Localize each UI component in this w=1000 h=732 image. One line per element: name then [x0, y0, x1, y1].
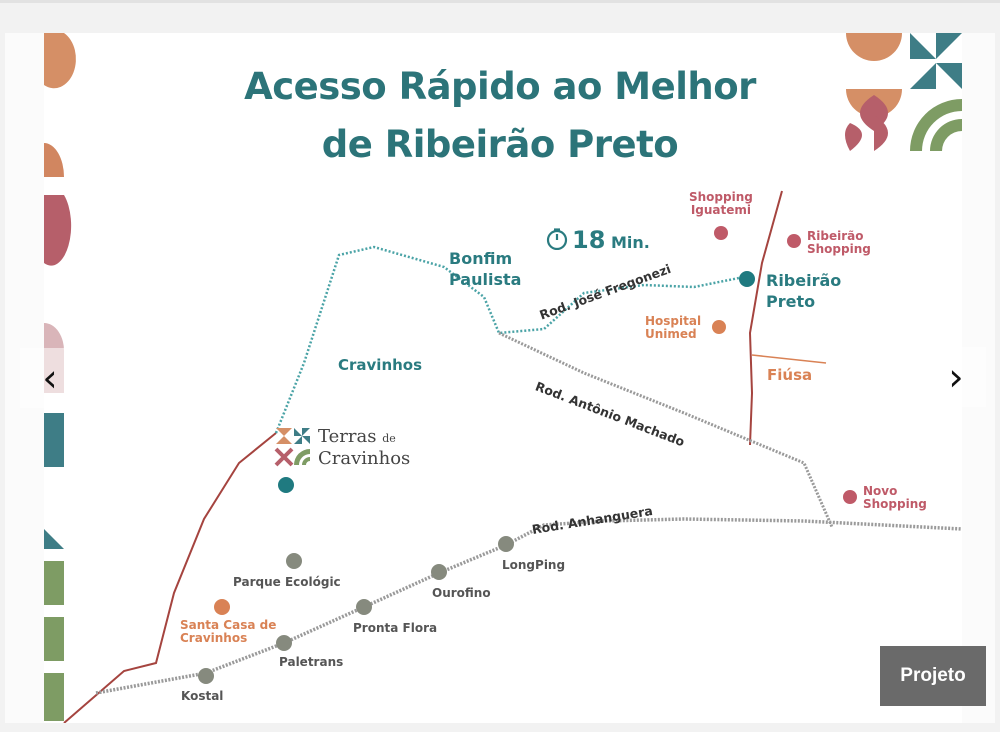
title-line-1: Acesso Rápido ao Melhor	[244, 65, 756, 108]
kostal-label: Kostal	[181, 689, 224, 703]
fiusa-label: Fiúsa	[767, 366, 813, 384]
ourofino-stop-dot	[431, 564, 447, 580]
antonio-machado-road	[498, 331, 834, 528]
top-divider	[0, 0, 1000, 3]
novo-shopping-dot	[843, 490, 857, 504]
santa-casa-label: Santa Casa de Cravinhos	[180, 619, 276, 645]
terras-logo-text-line-2: Cravinhos	[318, 448, 411, 469]
santa-casa-dot	[214, 599, 230, 615]
novo-shopping-line-2: Shopping	[863, 497, 927, 511]
shopping-iguatemi-dot	[714, 226, 728, 240]
map-graphic	[44, 33, 962, 723]
ribeirao-preto-dot	[739, 271, 755, 287]
title-line-2: de Ribeirão Preto	[321, 123, 679, 166]
novo-shopping-label: Novo Shopping	[863, 485, 927, 511]
bonfim-line-1: Bonfim	[449, 249, 513, 268]
left-pattern-decoration	[44, 33, 76, 721]
shopping-iguatemi-label: Shopping Iguatemi	[689, 191, 753, 217]
ribeirao-avenue-road	[748, 190, 783, 446]
hospital-unimed-dot	[712, 320, 726, 334]
ribeirao-shopping-label: Ribeirão Shopping	[807, 230, 871, 256]
fiusa-line	[751, 354, 827, 364]
ribeirao-shopping-line-2: Shopping	[807, 242, 871, 256]
map-image	[44, 33, 962, 723]
parque-stop-dot	[286, 553, 302, 569]
paletrans-label: Paletrans	[279, 655, 344, 669]
chevron-right-icon: ›	[948, 355, 964, 399]
travel-time-unit: Min.	[610, 233, 650, 252]
terras-logo-mark	[274, 428, 310, 467]
longping-stop-dot	[498, 536, 514, 552]
hospital-unimed-label: Hospital Unimed	[645, 315, 701, 341]
ribeirao-line-2: Preto	[766, 292, 816, 311]
chevron-left-icon: ‹	[42, 356, 58, 400]
terras-logo-text: Terras de	[318, 426, 396, 447]
logo-line-1: Terras	[318, 426, 377, 447]
ribeirao-preto-label: Ribeirão Preto	[766, 270, 841, 312]
pronta-flora-stop-dot	[356, 599, 372, 615]
logo-line-1-small: de	[382, 432, 396, 445]
cravinhos-label: Cravinhos	[338, 356, 423, 374]
iguatemi-line-2: Iguatemi	[690, 203, 752, 217]
map-title: Acesso Rápido ao Melhor de Ribeirão Pret…	[140, 58, 860, 174]
clock-icon	[546, 228, 568, 250]
corner-pattern-decoration	[845, 33, 962, 151]
santa-casa-line-1: Santa Casa de	[180, 618, 277, 632]
left-boundary-road	[63, 432, 277, 723]
bonfim-line-2: Paulista	[449, 270, 522, 289]
iguatemi-line-1: Shopping	[689, 190, 753, 204]
pronta-flora-label: Pronta Flora	[353, 621, 438, 635]
unimed-line-1: Hospital	[645, 314, 702, 328]
carousel-next-button[interactable]: ›	[926, 347, 986, 407]
ribeirao-shopping-line-1: Ribeirão	[807, 229, 864, 243]
travel-time-value: 18	[572, 226, 606, 254]
unimed-line-2: Unimed	[645, 327, 697, 341]
travel-time: 18 Min.	[572, 226, 650, 254]
terras-cravinhos-dot	[278, 477, 294, 493]
paletrans-stop-dot	[276, 635, 292, 651]
santa-casa-line-2: Cravinhos	[180, 631, 248, 645]
parque-ecologico-label: Parque Ecológic	[233, 575, 341, 589]
ourofino-label: Ourofino	[432, 586, 491, 600]
carousel-prev-button[interactable]: ‹	[20, 348, 80, 408]
novo-shopping-line-1: Novo	[863, 484, 898, 498]
longping-label: LongPing	[502, 558, 566, 572]
ribeirao-shopping-dot	[787, 234, 801, 248]
bonfim-paulista-label: Bonfim Paulista	[449, 248, 521, 290]
ribeirao-line-1: Ribeirão	[766, 271, 842, 290]
projeto-button[interactable]: Projeto	[880, 646, 986, 706]
kostal-stop-dot	[198, 668, 214, 684]
